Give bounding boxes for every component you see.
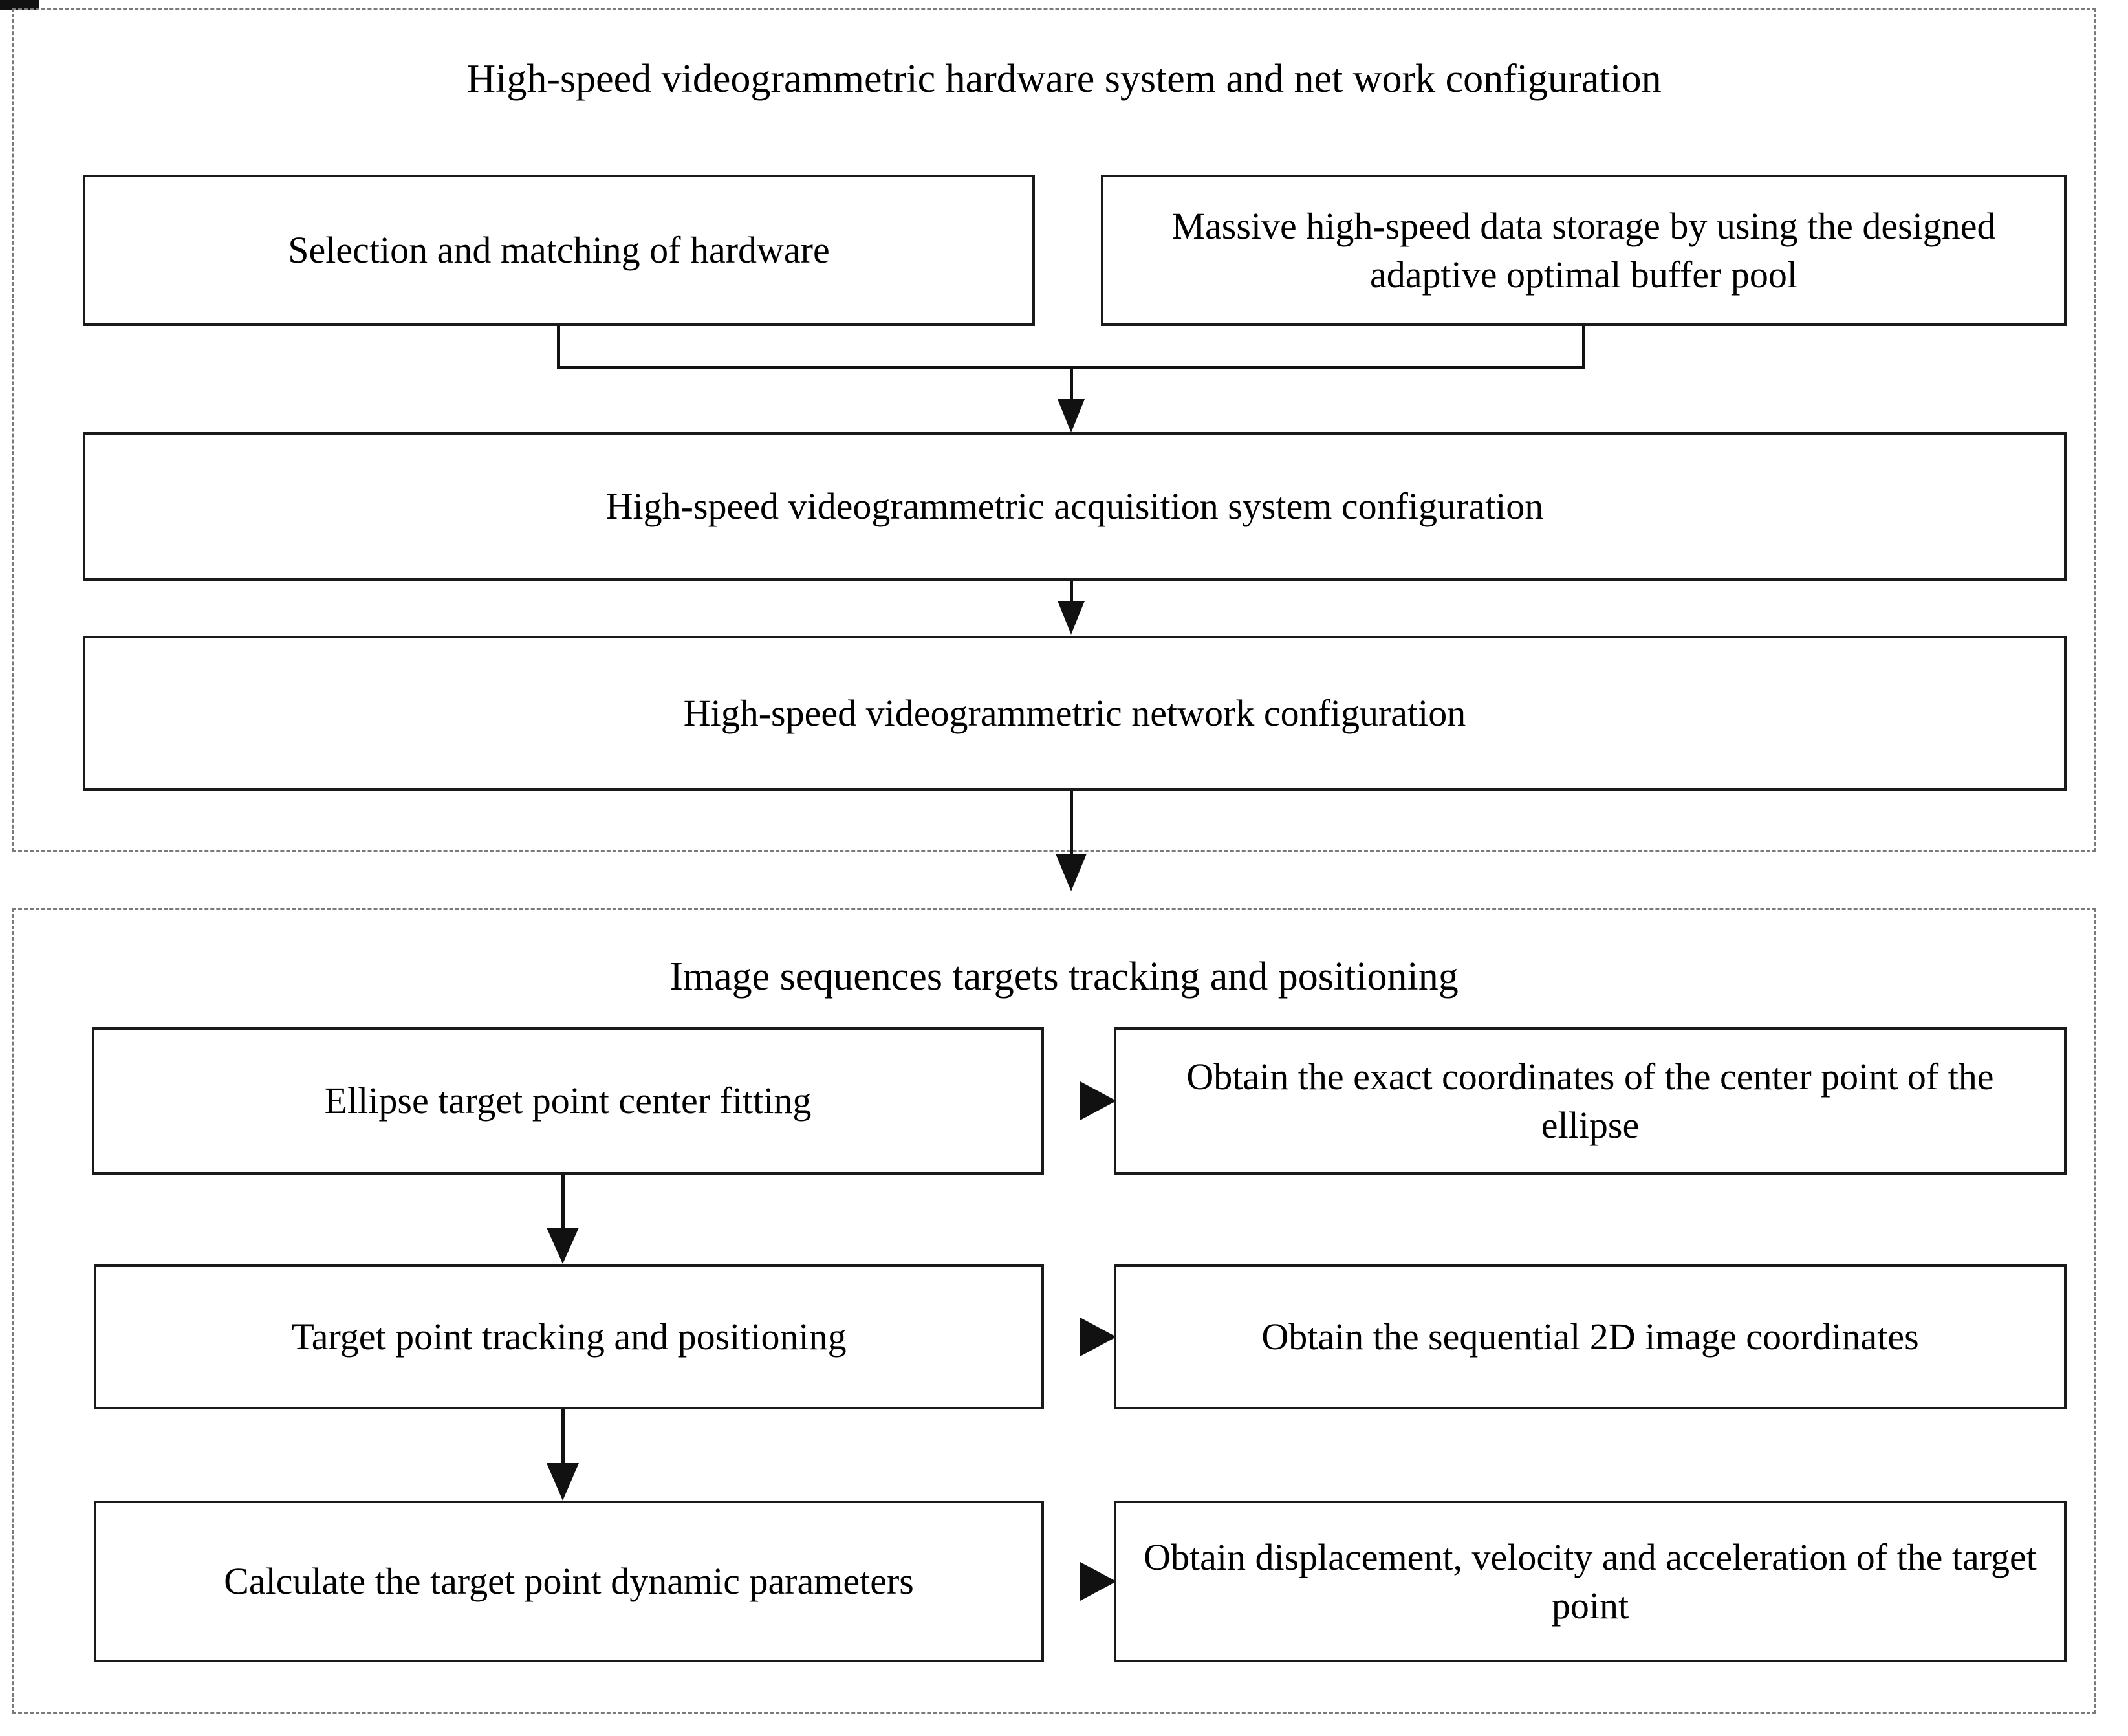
arrow-down-icon — [1056, 854, 1087, 891]
section-hardware-system — [12, 8, 2096, 852]
box-network-configuration[interactable]: High-speed videogrammetric network confi… — [83, 636, 2067, 791]
connector-section1-to-section2 — [1070, 791, 1073, 856]
arrow-right-icon — [1080, 1318, 1116, 1356]
arrow-right-icon — [1080, 1081, 1116, 1120]
box-label: Obtain displacement, velocity and accele… — [1144, 1535, 2037, 1627]
box-label: Obtain the sequential 2D image coordinat… — [1261, 1316, 1919, 1358]
box-massive-high-speed-data-storage[interactable]: Massive high-speed data storage by using… — [1101, 175, 2067, 326]
connector-ellipse-fit-to-output — [0, 0, 39, 3]
box-label: Massive high-speed data storage by using… — [1171, 204, 1996, 296]
connector-tracking-to-dynamic — [561, 1409, 565, 1466]
arrow-down-icon — [547, 1228, 579, 1264]
box-label: Selection and matching of hardware — [288, 229, 830, 272]
box-acquisition-system-configuration[interactable]: High-speed videogrammetric acquisition s… — [83, 432, 2067, 581]
box-selection-and-matching-of-hardware[interactable]: Selection and matching of hardware — [83, 175, 1035, 326]
box-label: Obtain the exact coordinates of the cent… — [1186, 1055, 1994, 1146]
section-image-sequences-tracking — [12, 908, 2096, 1714]
arrow-down-icon — [1058, 601, 1085, 635]
box-obtain-displacement-velocity-acceleration[interactable]: Obtain displacement, velocity and accele… — [1114, 1501, 2067, 1662]
box-label: Ellipse target point center fitting — [324, 1080, 812, 1122]
arrow-right-icon — [1080, 1562, 1116, 1601]
connector-tracking-to-output — [0, 3, 39, 6]
box-label: High-speed videogrammetric acquisition s… — [605, 485, 1544, 528]
box-ellipse-target-point-center-fitting[interactable]: Ellipse target point center fitting — [92, 1027, 1044, 1175]
box-label: Calculate the target point dynamic param… — [224, 1560, 914, 1603]
connector-storage-drop — [1582, 326, 1585, 367]
box-obtain-sequential-2d-image-coordinates[interactable]: Obtain the sequential 2D image coordinat… — [1114, 1264, 2067, 1409]
connector-ellipse-fit-to-tracking — [561, 1175, 565, 1230]
box-label: Target point tracking and positioning — [291, 1316, 847, 1358]
box-calculate-target-point-dynamic-parameters[interactable]: Calculate the target point dynamic param… — [94, 1501, 1044, 1662]
section-hardware-title: High-speed videogrammetric hardware syst… — [466, 57, 1662, 101]
box-target-point-tracking-and-positioning[interactable]: Target point tracking and positioning — [94, 1264, 1044, 1409]
connector-selection-drop — [557, 326, 560, 367]
box-label: High-speed videogrammetric network confi… — [683, 692, 1466, 735]
connector-merge-stem — [1070, 366, 1073, 402]
arrow-down-icon — [547, 1463, 579, 1501]
arrow-down-icon — [1058, 399, 1085, 433]
box-obtain-exact-coordinates-of-center-point[interactable]: Obtain the exact coordinates of the cent… — [1114, 1027, 2067, 1175]
section-tracking-title: Image sequences targets tracking and pos… — [669, 955, 1459, 999]
connector-acquisition-to-network — [1070, 581, 1073, 603]
